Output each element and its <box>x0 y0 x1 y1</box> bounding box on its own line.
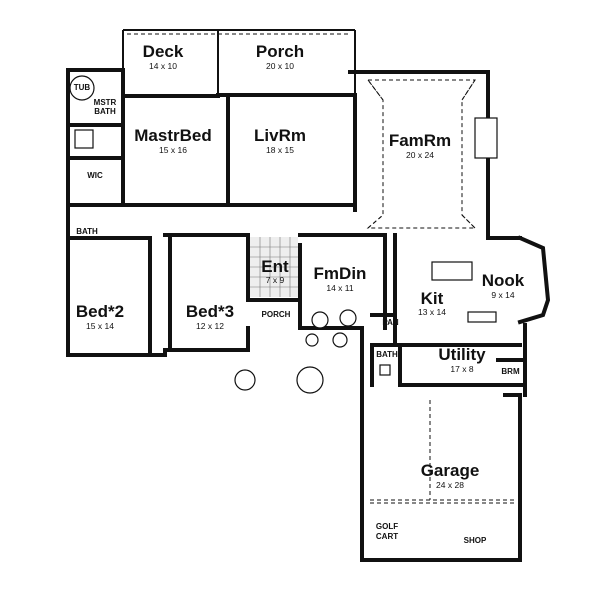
porch-rear-dim: 20 x 10 <box>266 61 294 71</box>
tub <box>69 75 95 101</box>
plant-4 <box>339 309 357 327</box>
bed2-dim: 15 x 14 <box>86 321 114 331</box>
garage-lines <box>370 400 515 504</box>
bath-left-label: BATH <box>76 227 98 236</box>
deck-outline <box>122 29 356 96</box>
golf-label-1: GOLF <box>375 522 399 531</box>
dining-label: FmDin <box>313 264 367 283</box>
plant-5 <box>332 332 348 348</box>
plant-1 <box>234 369 256 391</box>
master-bed-label: MastrBed <box>134 126 212 145</box>
bed3-dim: 12 x 12 <box>196 321 224 331</box>
bed2-label: Bed*2 <box>75 302 125 321</box>
fixtures <box>69 75 497 394</box>
plant-2 <box>296 366 324 394</box>
porch-front-label: PORCH <box>261 310 291 319</box>
nook-bay <box>517 235 551 325</box>
master-bath-label-1: MSTR <box>93 98 117 107</box>
family-label: FamRm <box>388 131 452 150</box>
shop-label: SHOP <box>463 536 487 545</box>
wic-label: WIC <box>87 171 103 180</box>
shower <box>74 129 94 149</box>
living-dim: 18 x 15 <box>266 145 294 155</box>
nook-dim: 9 x 14 <box>491 290 515 300</box>
porch-rear-label: Porch <box>255 42 305 61</box>
kitchen-dim: 13 x 14 <box>418 307 446 317</box>
utility-label: Utility <box>438 345 486 364</box>
plant-6 <box>305 333 319 347</box>
family-vault-lines <box>366 79 498 229</box>
golf-label-2: CART <box>375 532 399 541</box>
master-bed-dim: 15 x 16 <box>159 145 187 155</box>
bed3-label: Bed*3 <box>185 302 235 321</box>
garage-label: Garage <box>420 461 480 480</box>
living-label: LivRm <box>254 126 306 145</box>
entry-tile <box>250 237 298 297</box>
sink <box>467 311 497 323</box>
nook-label: Nook <box>481 271 525 290</box>
deck-dim: 14 x 10 <box>149 61 177 71</box>
interior-walls <box>66 94 527 387</box>
entry-dim: 7 x 9 <box>265 275 285 285</box>
master-bath-label-2: BATH <box>94 107 116 116</box>
dining-dim: 14 x 11 <box>326 283 354 293</box>
garage-dim: 24 x 28 <box>436 480 464 490</box>
bath-right-label: BATH <box>376 350 398 359</box>
bath-sink <box>379 364 391 376</box>
deck-label: Deck <box>142 42 184 61</box>
pan-label: PAN <box>382 318 399 327</box>
kitchen-island <box>431 261 473 281</box>
fireplace <box>474 117 498 159</box>
entry-label: Ent <box>261 257 289 276</box>
plant-3 <box>311 311 329 329</box>
utility-dim: 17 x 8 <box>450 364 474 374</box>
brm-label: BRM <box>501 367 520 376</box>
kitchen-label: Kit <box>420 289 444 308</box>
tub-label: TUB <box>73 83 91 92</box>
family-dim: 20 x 24 <box>406 150 434 160</box>
